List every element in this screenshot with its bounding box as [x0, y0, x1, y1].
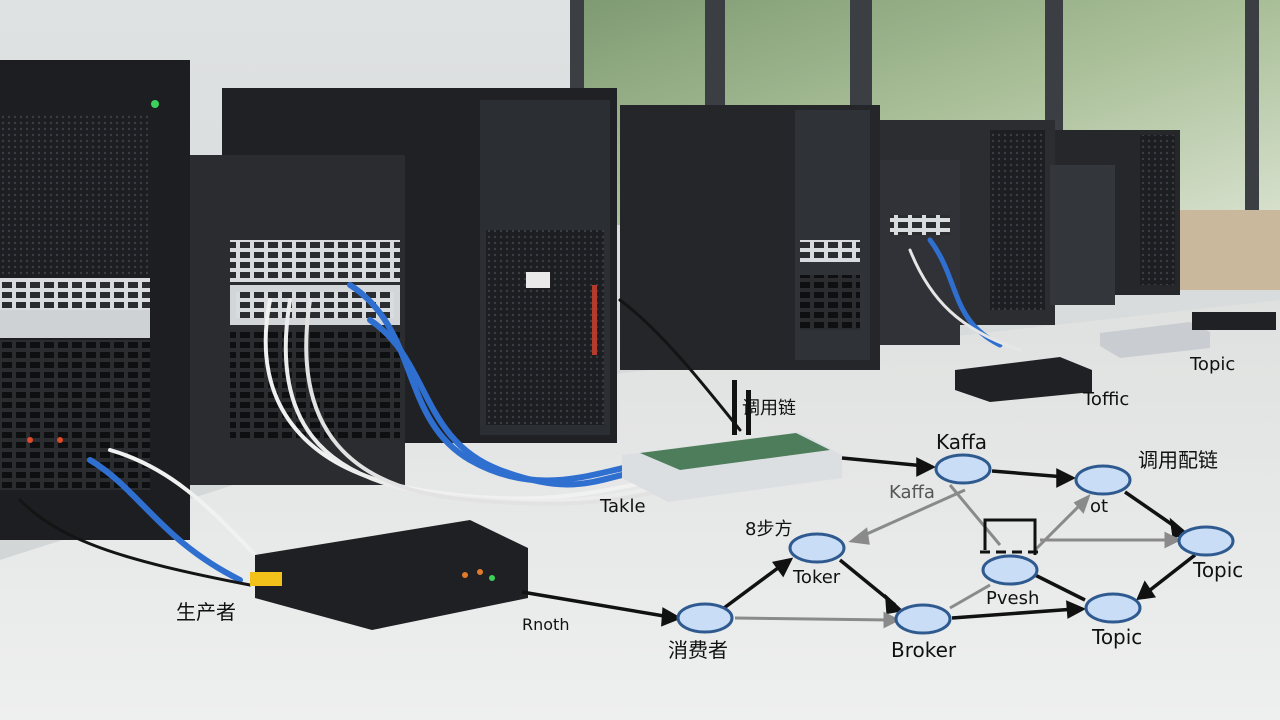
network-box — [955, 357, 1092, 402]
rack-unit — [1050, 165, 1115, 305]
switch-ports — [0, 340, 150, 490]
diagram-nodes — [676, 453, 1235, 635]
router-led — [462, 572, 468, 578]
label-eight-steps: 8步方 — [745, 519, 793, 540]
tower-vent — [486, 230, 604, 425]
network-cables — [18, 237, 1022, 587]
switch-ports — [0, 278, 150, 310]
label-call-config-chain: 调用配链 — [1138, 448, 1218, 472]
diagram-grey-arrows — [734, 484, 1182, 629]
label-topic-bottom: Topic — [1092, 625, 1143, 649]
label-call-chain: 调用链 — [742, 398, 796, 419]
label-pvesh: Pvesh — [986, 588, 1040, 609]
node-broker — [894, 603, 952, 635]
status-led — [57, 437, 63, 443]
patch-panel — [230, 240, 400, 282]
node-ot — [1074, 464, 1132, 496]
rack-unit — [880, 160, 960, 345]
diagram-dark-arrows — [521, 456, 1197, 627]
router — [255, 520, 528, 630]
label-producer: 生产者 — [176, 600, 236, 624]
switch-antenna — [732, 380, 737, 435]
label-topic-top: Topic — [1190, 354, 1236, 375]
node-toker — [788, 532, 846, 564]
status-led — [27, 437, 33, 443]
switch-ports — [800, 275, 860, 330]
node-pvesh — [981, 554, 1039, 586]
tower-vent — [990, 130, 1045, 310]
node-kaffa — [934, 453, 992, 485]
tower-vent — [1140, 135, 1175, 285]
tower-label — [526, 272, 550, 288]
network-box — [1100, 322, 1210, 358]
rack-vent — [0, 115, 150, 275]
label-kaffa-grey: Kaffa — [889, 482, 935, 503]
switch-ports — [800, 240, 860, 262]
label-toker: Toker — [793, 567, 841, 588]
node-topic-right — [1177, 525, 1235, 557]
yellow-cable-plug — [250, 572, 282, 586]
bracket-shape — [983, 518, 1037, 555]
label-broker: Broker — [891, 638, 957, 662]
router-led — [477, 569, 483, 575]
network-box — [1192, 312, 1276, 330]
label-ot: ot — [1090, 496, 1109, 517]
switch-ports — [230, 330, 400, 440]
label-consumer: 消费者 — [668, 638, 728, 662]
label-rnoth: Rnoth — [522, 615, 570, 634]
tower-led — [592, 285, 597, 355]
status-led — [151, 100, 159, 108]
switch-antenna — [746, 390, 751, 435]
node-topic-bottom — [1084, 592, 1142, 624]
label-kaffa: Kaffa — [936, 430, 988, 454]
node-consumer — [676, 602, 734, 634]
window-frame — [1245, 0, 1259, 225]
router-led — [489, 575, 495, 581]
switch-circuit-board — [640, 433, 830, 470]
switch-panel — [0, 310, 150, 338]
switch-ports — [890, 215, 950, 235]
wooden-cabinet — [1180, 210, 1280, 290]
label-topic-right: Topic — [1193, 558, 1244, 582]
label-toffic: Toffic — [1083, 389, 1130, 410]
label-takle: Takle — [600, 496, 646, 517]
